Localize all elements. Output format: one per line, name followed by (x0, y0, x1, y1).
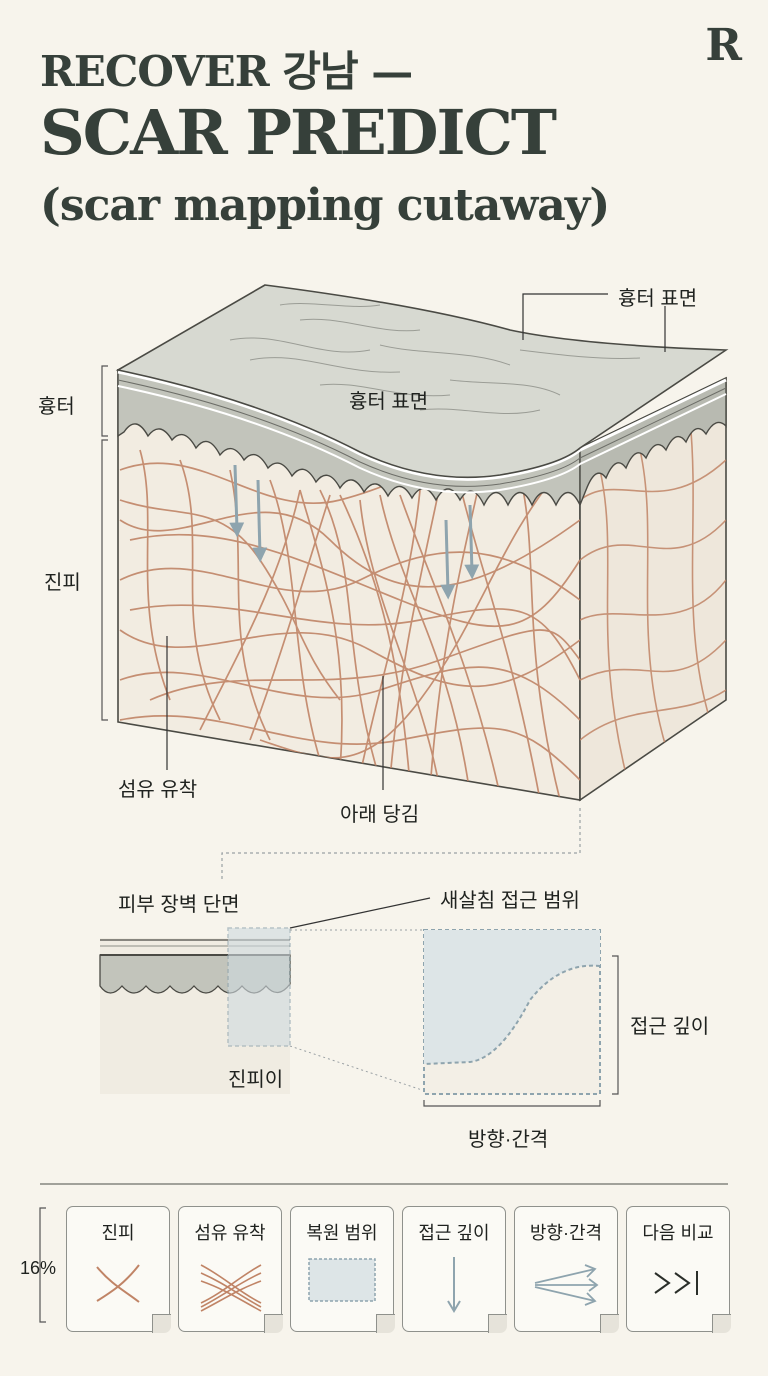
spread-arrows-icon (534, 1264, 599, 1306)
legend-card-next-compare: 다음 비교 (626, 1206, 731, 1333)
scar-layer-side (579, 376, 727, 506)
legend-label: 방향·간격 (529, 1223, 603, 1243)
surface-texture (229, 303, 641, 415)
down-arrow-icon (447, 1257, 461, 1313)
legend-label: 접근 깊이 (418, 1223, 490, 1243)
dermis-label: 진피 (44, 572, 81, 594)
surface-callout-label: 흉터 표면 (618, 288, 698, 310)
skin-barrier-section (99, 927, 291, 1094)
restore-area-icon (308, 1258, 376, 1302)
legend-card-fiber-adhesion: 섬유 유착 (178, 1206, 283, 1333)
direction-spacing-label: 방향·간격 (468, 1129, 549, 1151)
legend-bracket (39, 1207, 46, 1323)
dermis-entry-label: 진피이 (228, 1069, 284, 1091)
access-range-zoom (423, 929, 601, 1095)
scar-layer-label: 흉터 (38, 396, 75, 418)
legend-card-dermis: 진피 (66, 1206, 171, 1333)
legend-label: 다음 비교 (642, 1223, 714, 1243)
legend-label: 복원 범위 (306, 1223, 378, 1243)
legend-label: 섬유 유착 (194, 1223, 266, 1243)
brand-logo: R (705, 20, 742, 71)
legend-percent: 16% (20, 1258, 57, 1278)
legend-card-restore-area: 복원 범위 (290, 1206, 395, 1333)
fiber-adhesion-label: 섬유 유착 (118, 779, 198, 801)
surface-center-label: 흉터 표면 (349, 391, 429, 413)
legend-label: 진피 (101, 1223, 135, 1243)
title-line-3: (scar mapping cutaway) (40, 180, 610, 231)
downward-pull-arrows (229, 464, 480, 600)
access-depth-label: 접근 깊이 (630, 1016, 710, 1038)
scar-surface-top (115, 284, 729, 479)
title-line-2: SCAR PREDICT (40, 96, 557, 169)
legend-card-direction-spacing: 방향·간격 (514, 1206, 619, 1333)
fiber-bundle-icon (200, 1264, 262, 1312)
next-compare-icon (654, 1271, 698, 1295)
subcision-range-label: 새살침 접근 범위 (440, 890, 580, 912)
downward-pull-label: 아래 당김 (340, 804, 420, 826)
crossing-fibers-icon (96, 1264, 140, 1303)
title-line-1: RECOVER 강남 — (40, 47, 413, 96)
cross-section-label: 피부 장벽 단면 (118, 894, 240, 916)
collagen-fibers-side (580, 419, 726, 791)
scar-cutaway-diagram (40, 284, 729, 1185)
legend-card-access-depth: 접근 깊이 (402, 1206, 507, 1333)
collagen-fibers-front (119, 449, 580, 800)
